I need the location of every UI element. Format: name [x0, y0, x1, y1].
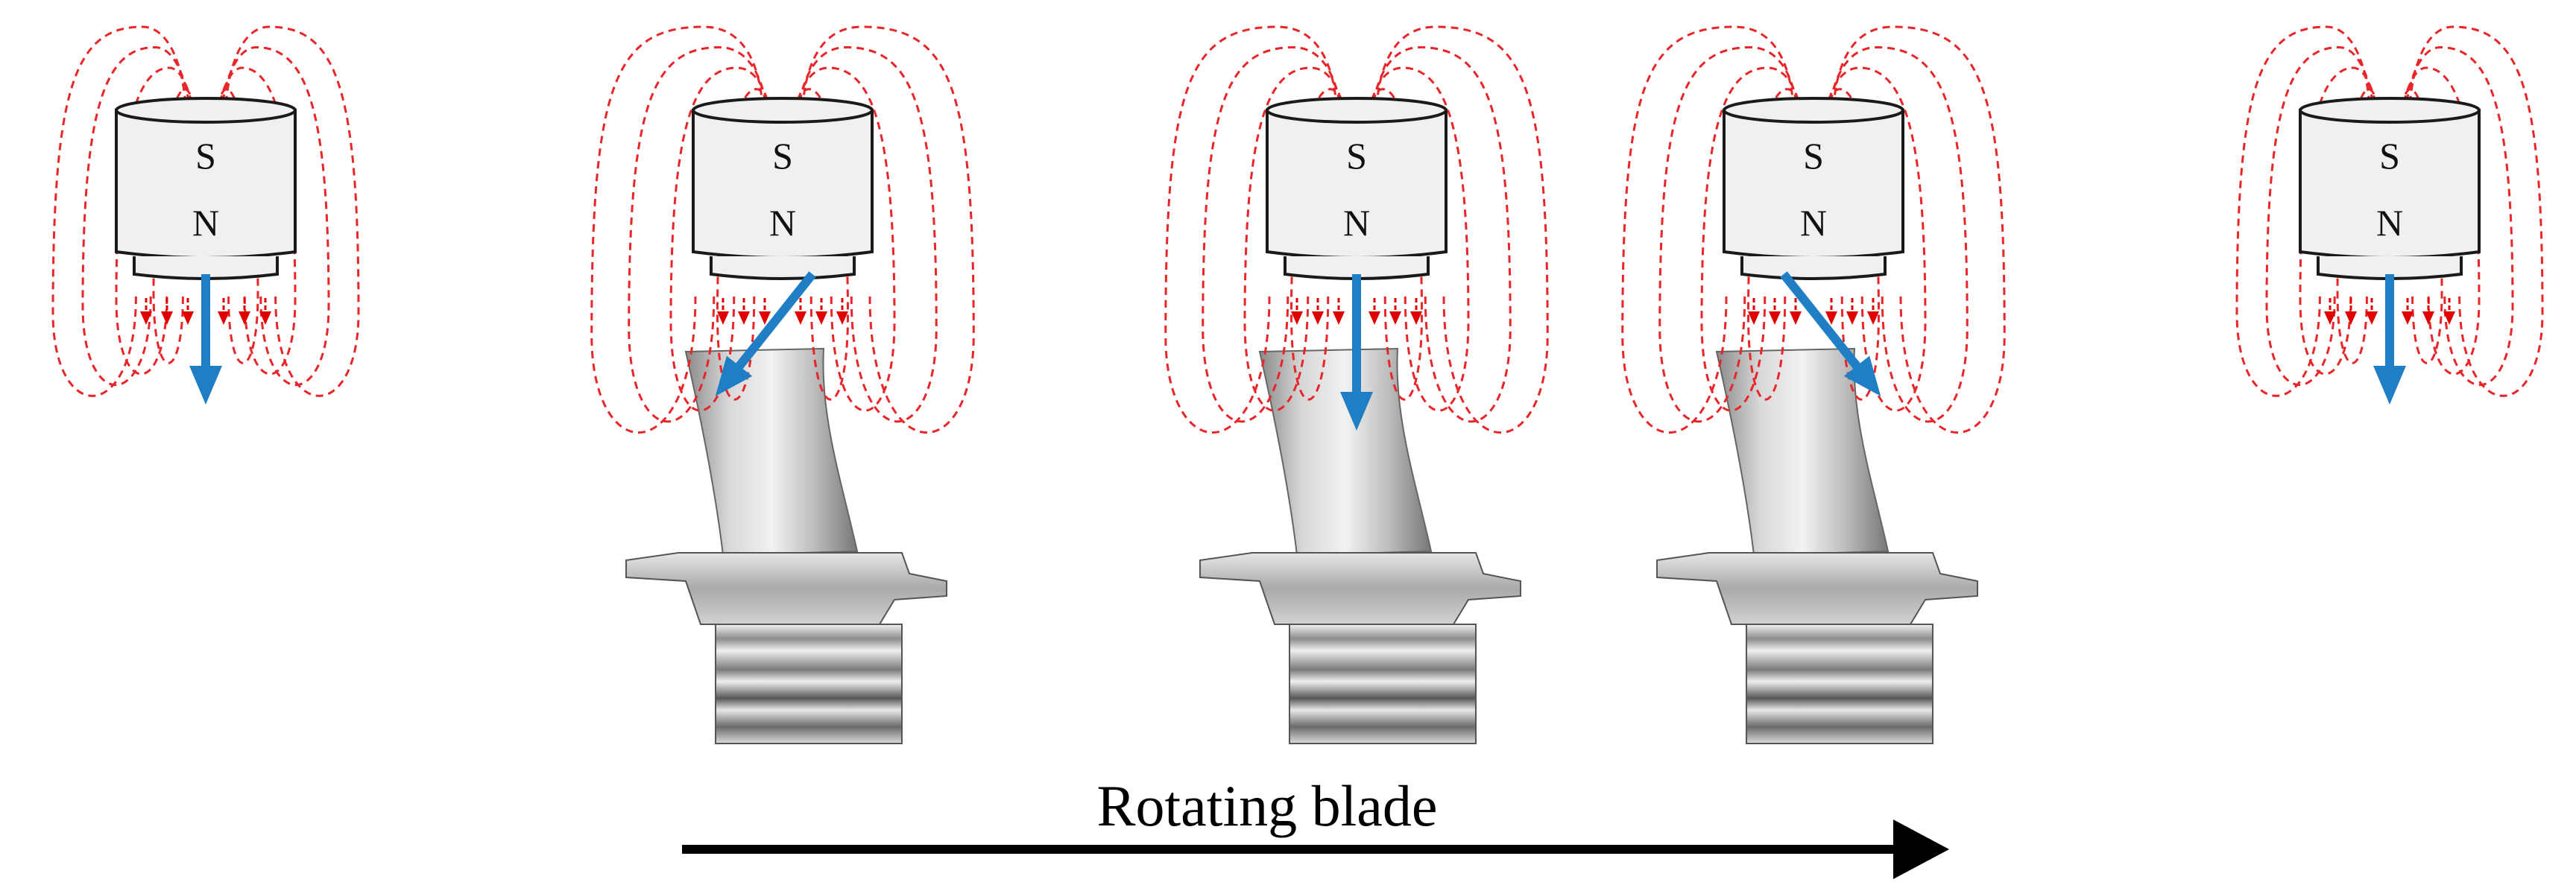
north-pole-label: N	[1800, 202, 1827, 244]
field-arrow	[2345, 311, 2357, 325]
field-arrow	[1790, 311, 1802, 325]
magnetization-vector-arrow	[1780, 271, 1881, 396]
field-line	[2404, 45, 2514, 387]
field-line	[2235, 25, 2372, 397]
field-line	[801, 25, 975, 434]
field-arrow	[1846, 311, 1858, 325]
magnetization-vector-arrow	[189, 274, 222, 405]
field-line	[81, 45, 192, 387]
field-arrow	[2366, 311, 2378, 325]
field-line	[1828, 45, 1969, 423]
field-arrow	[1867, 311, 1879, 325]
field-line	[628, 45, 768, 423]
field-line	[224, 25, 360, 397]
field-line	[1831, 25, 2006, 434]
magnetization-vector-arrow	[1340, 274, 1373, 431]
field-arrow	[1368, 311, 1380, 325]
field-arrow	[1389, 311, 1401, 325]
field-arrow	[2324, 311, 2336, 325]
south-pole-label: S	[195, 135, 216, 177]
field-arrow	[1312, 311, 1324, 325]
field-arrows	[140, 298, 271, 325]
field-arrow	[717, 311, 729, 325]
field-arrow	[1825, 311, 1837, 325]
rotation-direction-arrow	[682, 820, 1949, 879]
south-pole-label: S	[2379, 135, 2400, 177]
field-arrow	[1333, 311, 1345, 325]
rotating-blade-caption: Rotating blade	[1096, 773, 1437, 838]
field-line	[1371, 45, 1512, 423]
magnet: SN	[1266, 97, 1448, 280]
south-pole-label: S	[772, 135, 793, 177]
magnetization-vector-arrow	[2373, 274, 2406, 405]
turbine-blade	[1199, 347, 1521, 744]
south-pole-label: S	[1346, 135, 1367, 177]
field-arrows	[717, 298, 848, 325]
field-arrow	[239, 311, 250, 325]
stage-3: SN	[1164, 25, 1549, 744]
field-arrow	[2402, 311, 2414, 325]
field-arrow	[759, 311, 771, 325]
field-line	[2408, 25, 2544, 397]
field-arrows	[1748, 298, 1879, 325]
turbine-blade	[1656, 347, 1978, 744]
stage-4: SN	[1621, 25, 2006, 744]
stage-5: SN	[2235, 25, 2544, 405]
magnet: SN	[115, 97, 297, 280]
field-line	[51, 25, 188, 397]
field-arrow	[140, 311, 152, 325]
field-arrow	[815, 311, 827, 325]
field-arrow	[836, 311, 848, 325]
field-arrow	[218, 311, 230, 325]
north-pole-label: N	[769, 202, 796, 244]
field-arrow	[795, 311, 806, 325]
stage-1: SN	[51, 25, 360, 405]
field-arrow	[738, 311, 750, 325]
field-line	[1374, 25, 1549, 434]
north-pole-label: N	[1343, 202, 1370, 244]
north-pole-label: N	[2376, 202, 2403, 244]
field-arrow	[1748, 311, 1760, 325]
magnetization-vector-arrow	[715, 271, 816, 396]
field-arrow	[1291, 311, 1303, 325]
turbine-blade	[625, 347, 947, 744]
field-line	[1202, 45, 1342, 423]
field-line	[2265, 45, 2375, 387]
stage-2: SN	[590, 25, 975, 744]
field-arrow	[259, 311, 271, 325]
field-arrow	[161, 311, 173, 325]
magnet: SN	[2299, 97, 2481, 280]
field-arrow	[1769, 311, 1781, 325]
field-arrow	[2443, 311, 2455, 325]
field-line	[1164, 25, 1339, 434]
field-arrow	[182, 311, 194, 325]
south-pole-label: S	[1803, 135, 1824, 177]
field-line	[1621, 25, 1796, 434]
field-arrow	[1410, 311, 1422, 325]
field-arrows	[2324, 298, 2455, 325]
north-pole-label: N	[192, 202, 219, 244]
field-line	[797, 45, 938, 423]
field-line	[1658, 45, 1799, 423]
field-arrow	[2422, 311, 2434, 325]
field-line	[220, 45, 330, 387]
magnet: SN	[692, 97, 874, 280]
magnet: SN	[1723, 97, 1904, 280]
field-arrows	[1291, 298, 1422, 325]
field-line	[590, 25, 765, 434]
